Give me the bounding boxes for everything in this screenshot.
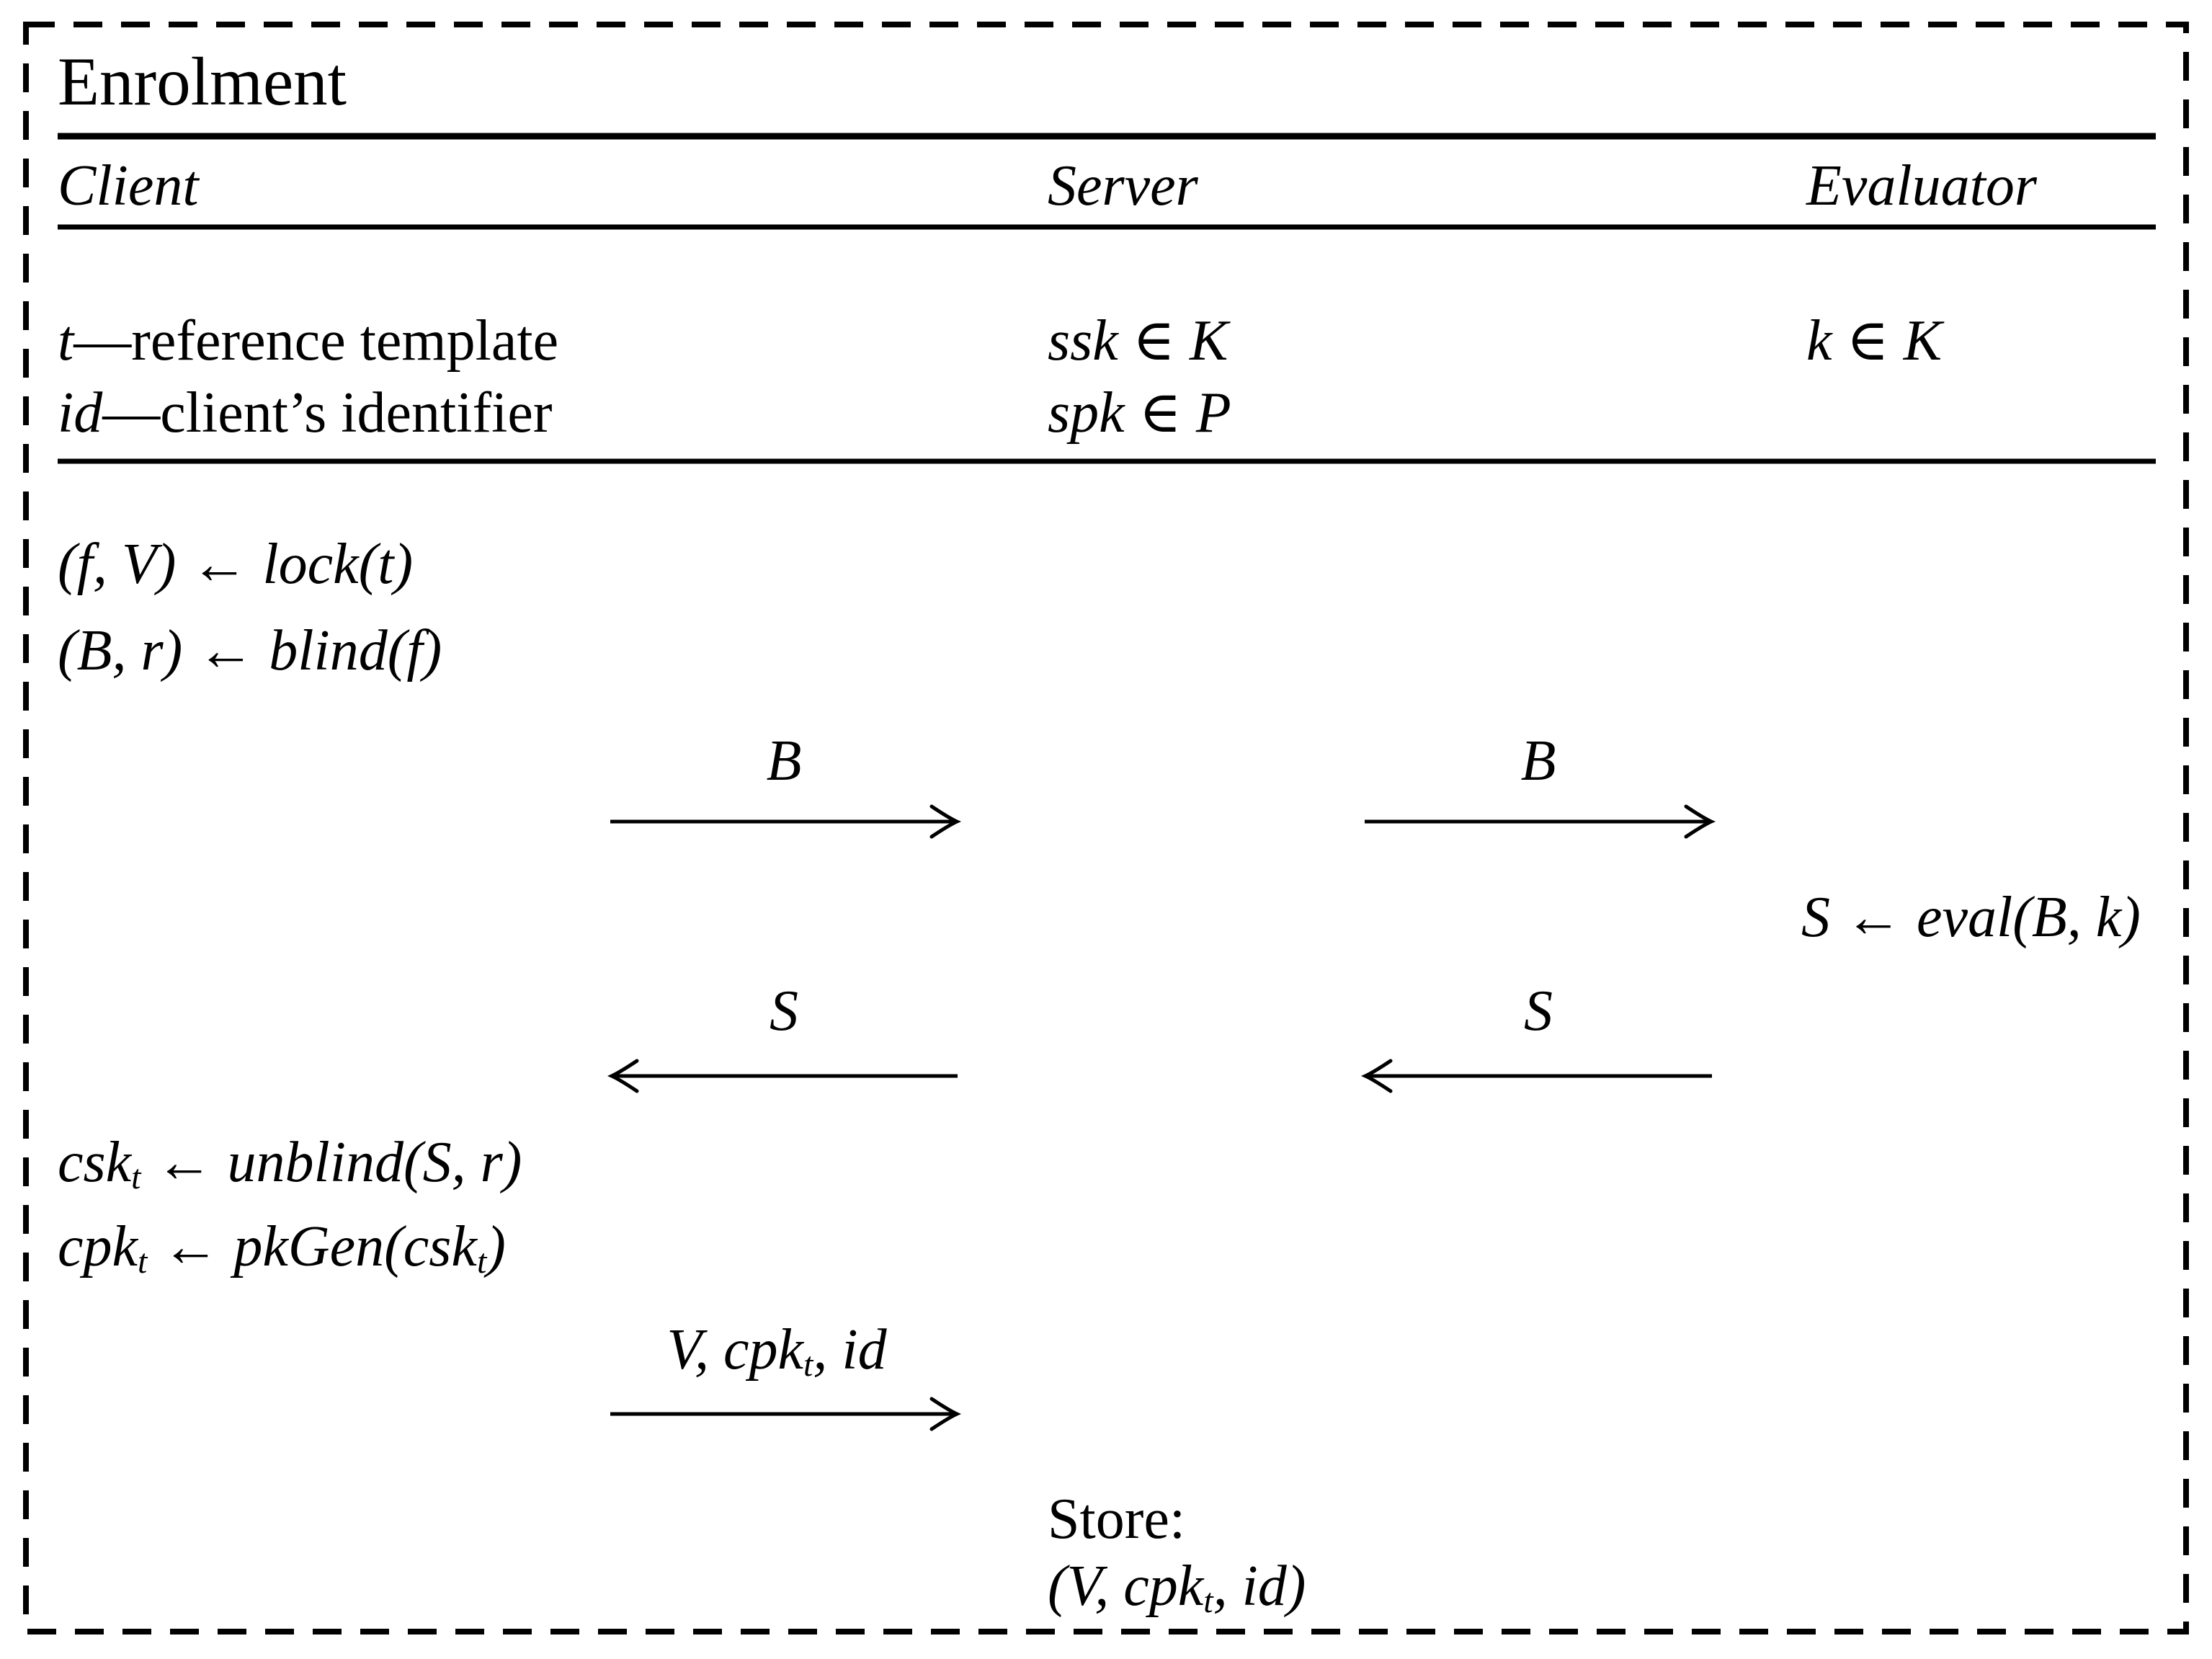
client-setup-reference-template: t—reference template	[58, 311, 558, 371]
client-setup-identifier: id—client’s identifier	[58, 383, 553, 443]
right-arrowhead-icon	[1684, 804, 1716, 839]
formula-text: , id)	[1213, 1555, 1306, 1618]
evaluator-setup-key: k ∈ K	[1806, 309, 1943, 373]
formula-text: ← pkGen(csk	[147, 1215, 477, 1278]
client-step-blind: (B, r) ← blind(f)	[58, 619, 442, 682]
math-variable: id	[58, 381, 103, 445]
formula-text: , id	[813, 1318, 887, 1382]
subscript-t: t	[476, 1242, 487, 1281]
right-arrowhead-icon	[929, 1397, 962, 1431]
arrow-s-evaluator-to-server	[1360, 1059, 1712, 1093]
evaluator-step-eval: S ← eval(B, k)	[1801, 886, 2141, 949]
column-header-server: Server	[1048, 154, 1198, 218]
client-step-lock: (f, V) ← lock(t)	[58, 533, 414, 596]
formula-text: (V, cpk	[1048, 1555, 1204, 1618]
setup-description: —reference template	[73, 309, 559, 373]
message-label-v-client-to-server: V, cpkt, id	[596, 1318, 958, 1382]
server-setup-spk: spk ∈ P	[1048, 381, 1231, 445]
message-label-b-client-to-server: B	[766, 729, 802, 793]
right-arrowhead-icon	[929, 804, 962, 839]
figure-title: Enrolment	[58, 43, 347, 120]
formula-text: )	[486, 1215, 506, 1278]
arrow-b-client-to-server	[610, 804, 962, 839]
formula-text: V, cpk	[666, 1318, 803, 1382]
server-store-value: (V, cpkt, id)	[1048, 1555, 1306, 1618]
formula-text: cpk	[58, 1215, 138, 1278]
formula-text: csk	[58, 1131, 132, 1194]
message-label-s-server-to-client: S	[770, 979, 798, 1043]
dashed-figure-border	[23, 22, 2189, 1634]
column-header-evaluator: Evaluator	[1806, 154, 2037, 218]
math-variable: t	[58, 309, 74, 373]
setup-description: —client’s identifier	[102, 381, 553, 445]
column-header-client: Client	[58, 154, 199, 218]
arrow-b-server-to-evaluator	[1365, 804, 1716, 839]
message-label-b-server-to-evaluator: B	[1520, 729, 1556, 793]
server-setup-ssk: ssk ∈ K	[1048, 309, 1228, 373]
client-step-pkgen: cpkt ← pkGen(cskt)	[58, 1215, 506, 1278]
subscript-t: t	[138, 1242, 148, 1281]
formula-text: ← unblind(S, r)	[141, 1131, 522, 1194]
client-step-unblind: cskt ← unblind(S, r)	[58, 1131, 522, 1196]
arrow-s-server-to-client	[607, 1059, 958, 1093]
subscript-t: t	[803, 1345, 813, 1384]
message-label-s-evaluator-to-server: S	[1524, 979, 1553, 1043]
server-store-label: Store:	[1048, 1487, 1186, 1551]
arrow-v-client-to-server	[610, 1397, 962, 1431]
subscript-t: t	[1203, 1581, 1213, 1620]
left-arrowhead-icon	[607, 1059, 639, 1093]
left-arrowhead-icon	[1360, 1059, 1393, 1093]
subscript-t: t	[131, 1157, 141, 1196]
